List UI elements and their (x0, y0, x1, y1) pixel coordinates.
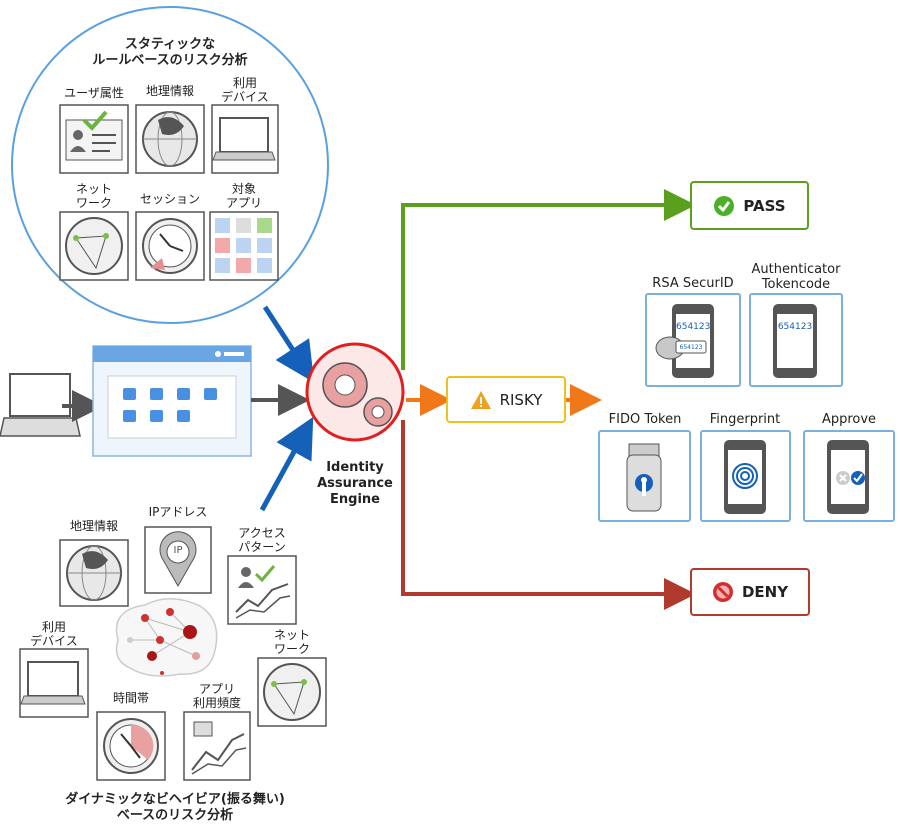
network-icon (59, 211, 129, 281)
dyn-label-ip-address: IPアドレス (148, 505, 208, 519)
laptop-icon (211, 104, 279, 174)
warning-icon (470, 390, 491, 409)
pass-flow-arrow (401, 189, 696, 370)
deny-result: DENY (690, 568, 810, 616)
identity-assurance-engine-icon (305, 342, 405, 442)
fido-token-label: FIDO Token (608, 412, 682, 427)
label-geo-info: 地理情報 (145, 84, 194, 98)
user-attribute-icon (59, 104, 129, 174)
label-user-attribute: ユーザ属性 (64, 86, 124, 100)
rsa-token-code: 654123 (676, 322, 711, 332)
access-pattern-icon (227, 555, 297, 625)
dyn-label-geo-info: 地理情報 (69, 519, 118, 533)
static-analysis-title: スタティックな ルールベースのリスク分析 (92, 37, 248, 68)
approve-tile (803, 430, 895, 522)
ip-address-icon (144, 526, 212, 594)
check-circle-icon (714, 195, 735, 216)
app-frequency-icon (183, 711, 251, 781)
neural-network-icon (115, 598, 218, 677)
authenticator-tokencode-label: Authenticator Tokencode (751, 262, 841, 292)
dyn-label-network: ネット ワーク (273, 628, 310, 656)
fingerprint-tile (700, 430, 791, 522)
dynamic-analysis-title: ダイナミックなビヘイビア(振る舞い) ベースのリスク分析 (65, 792, 285, 823)
label-network: ネット ワーク (75, 182, 112, 210)
dynamic-network-icon (257, 657, 327, 727)
pass-result: PASS (690, 181, 809, 230)
dynamic-laptop-icon (19, 648, 89, 718)
session-clock-icon (135, 211, 205, 281)
static-to-engine-arrow (262, 305, 315, 383)
dyn-label-device: 利用 デバイス (30, 620, 78, 648)
no-entry-icon (712, 582, 733, 602)
apps-grid-icon (209, 211, 279, 281)
deny-flow-arrow (401, 420, 696, 610)
authenticator-token-code: 654123 (777, 322, 813, 332)
risky-label: RISKY (499, 390, 543, 409)
rsa-token-code-small: 654123 (679, 344, 703, 351)
dyn-label-time-slot: 時間帯 (112, 691, 149, 705)
deny-label: DENY (741, 583, 789, 601)
authenticator-tokencode-tile (749, 293, 843, 387)
dyn-label-access-pattern: アクセス パターン (238, 526, 286, 554)
label-target-app: 対象 アプリ (225, 182, 262, 210)
dynamic-to-engine-arrow (259, 416, 314, 512)
app-window (92, 345, 252, 457)
client-laptop-icon (0, 373, 81, 437)
ip-icon-text: IP (173, 545, 183, 556)
fingerprint-label: Fingerprint (709, 412, 781, 427)
rsa-securid-tile (645, 293, 741, 387)
approve-label: Approve (821, 412, 877, 427)
risky-result: RISKY (446, 376, 566, 423)
rsa-securid-label: RSA SecurID (652, 276, 734, 291)
dyn-label-app-frequency: アプリ 利用頻度 (192, 682, 241, 710)
globe-icon (135, 104, 205, 174)
label-session: セッション (139, 192, 200, 206)
pass-label: PASS (743, 196, 786, 215)
time-slot-clock-icon (96, 711, 166, 781)
dynamic-globe-icon (59, 539, 129, 607)
fido-token-tile (598, 430, 691, 522)
label-device: 利用 デバイス (221, 76, 269, 104)
engine-label: Identity Assurance Engine (317, 460, 393, 507)
